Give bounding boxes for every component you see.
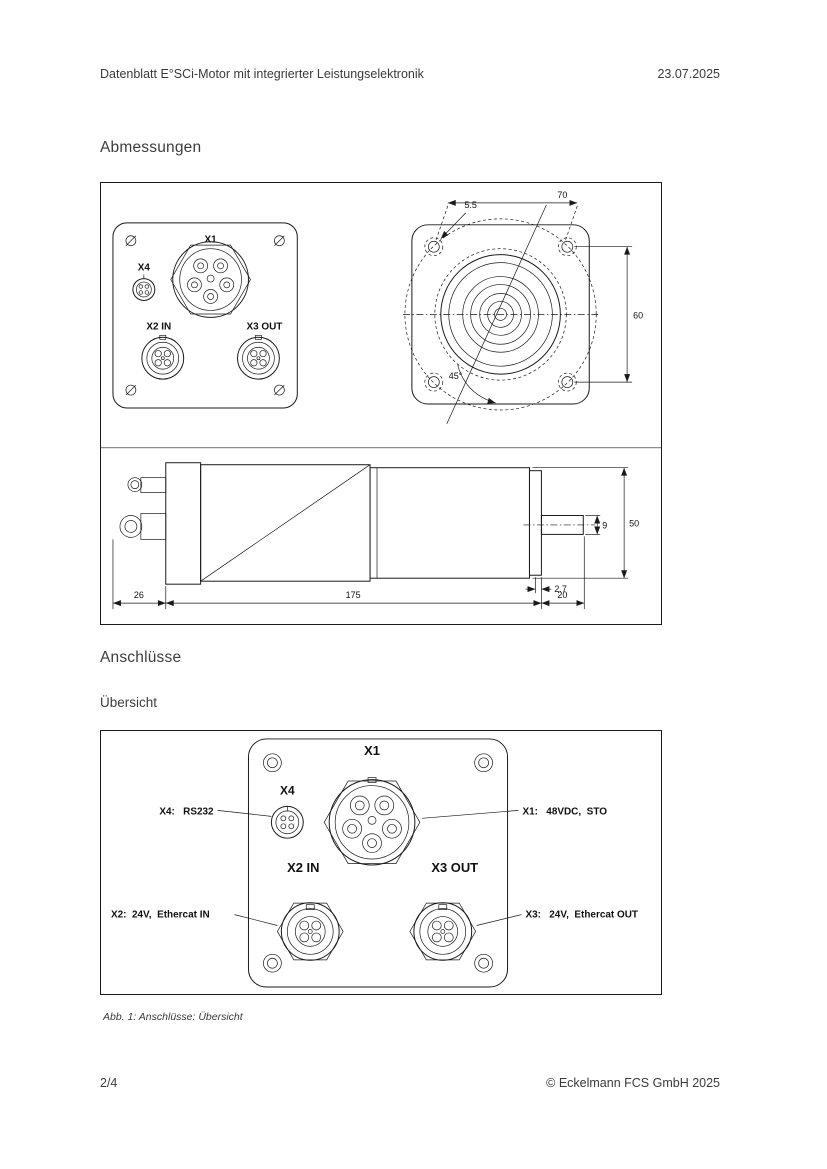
dim-50-label: 50 bbox=[629, 518, 639, 528]
document-title: Datenblatt E°SCi-Motor mit integrierter … bbox=[100, 67, 424, 81]
dim-60-label: 60 bbox=[633, 310, 643, 320]
dim-70-label: 70 bbox=[557, 190, 567, 200]
dimensions-figure: X1 X4 X2 IN bbox=[100, 182, 662, 625]
dimensions-drawing: X1 X4 X2 IN bbox=[101, 190, 661, 610]
dim-2-7-label: 2.7 bbox=[554, 584, 566, 594]
dim-45deg-label: 45° bbox=[449, 371, 463, 381]
annotation-x3: X3: 24V, Ethercat OUT bbox=[525, 910, 638, 921]
page-number: 2/4 bbox=[100, 1076, 118, 1090]
front-x2-label: X2 IN bbox=[146, 321, 171, 332]
copyright-notice: © Eckelmann FCS GmbH 2025 bbox=[546, 1076, 720, 1090]
connections-figure: X1 X4 X2 IN bbox=[100, 730, 662, 995]
annotation-x1: X1: 48VDC, STO bbox=[522, 806, 607, 817]
document-date: 23.07.2025 bbox=[657, 67, 720, 81]
dim-20-label: 20 bbox=[557, 590, 567, 600]
front-view-drawing: X1 X4 X2 IN bbox=[112, 222, 298, 409]
figure-caption: Abb. 1: Anschlüsse: Übersicht bbox=[103, 1011, 243, 1023]
section-heading-connections: Anschlüsse bbox=[100, 649, 182, 666]
overview-x3-label: X3 OUT bbox=[431, 860, 478, 875]
dim-175-label: 175 bbox=[346, 590, 361, 600]
dim-9-label: 9 bbox=[602, 520, 607, 530]
front-x1-label: X1 bbox=[205, 235, 218, 246]
angle-reference-line bbox=[446, 204, 547, 425]
dim-5-5-label: 5.5 bbox=[464, 200, 476, 210]
connections-drawing: X1 X4 X2 IN bbox=[111, 738, 638, 988]
subsection-heading-overview: Übersicht bbox=[100, 695, 158, 710]
annotation-x2: X2: 24V, Ethercat IN bbox=[111, 910, 210, 921]
dim-26-label: 26 bbox=[134, 590, 144, 600]
overview-x4-label: X4 bbox=[280, 784, 295, 798]
front-x3-label: X3 OUT bbox=[246, 321, 282, 332]
connector-annotations: X4: RS232 X1: 48VDC, STO X2: 24V, Etherc… bbox=[111, 806, 638, 926]
front-x4-label: X4 bbox=[138, 263, 151, 274]
section-heading-dimensions: Abmessungen bbox=[100, 139, 202, 156]
overview-x2-label: X2 IN bbox=[287, 860, 319, 875]
flange-view-drawing: 70 5.5 60 45° bbox=[402, 190, 643, 425]
annotation-x4: X4: RS232 bbox=[159, 806, 214, 817]
overview-x1-label: X1 bbox=[364, 743, 380, 758]
connector-plate-drawing: X1 X4 X2 IN bbox=[247, 738, 509, 988]
side-view-drawing: 26 175 20 2.7 9 50 bbox=[112, 462, 639, 610]
